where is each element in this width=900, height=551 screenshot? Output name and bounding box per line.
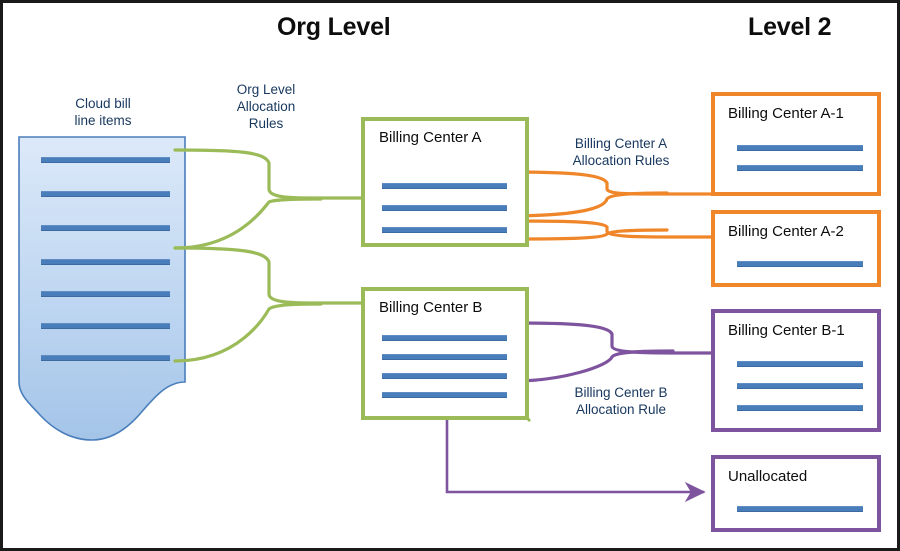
box-line xyxy=(737,405,863,411)
box-title: Billing Center A xyxy=(379,129,482,146)
bill-line xyxy=(41,225,170,231)
box-billing-center-a-1[interactable]: Billing Center A-1 xyxy=(711,92,881,196)
caption-org-level-allocation-rules: Org Level Allocation Rules xyxy=(236,82,296,131)
box-billing-center-b[interactable]: Billing Center B xyxy=(361,287,529,420)
box-billing-center-a-2[interactable]: Billing Center A-2 xyxy=(711,210,881,287)
box-line xyxy=(737,383,863,389)
billing-center-a-connectors xyxy=(504,170,713,241)
box-line xyxy=(737,361,863,367)
org-level-connectors xyxy=(173,148,531,422)
box-billing-center-b-1[interactable]: Billing Center B-1 xyxy=(711,309,881,432)
cloud-bill-shape xyxy=(18,136,186,441)
box-line xyxy=(382,205,507,211)
box-title: Billing Center A-2 xyxy=(728,223,844,240)
connector-layer xyxy=(18,136,713,503)
bill-line xyxy=(41,259,170,265)
box-title: Billing Center B-1 xyxy=(728,322,845,339)
caption-billing-center-a-allocation-rules: Billing Center A Allocation Rules xyxy=(572,136,670,168)
unallocated-connector xyxy=(445,393,706,503)
box-line xyxy=(737,506,863,512)
box-line xyxy=(382,373,507,379)
box-line xyxy=(382,354,507,360)
box-line xyxy=(737,145,863,151)
bill-line xyxy=(41,323,170,329)
box-line xyxy=(382,183,507,189)
box-line xyxy=(382,227,507,233)
billing-center-b-connectors xyxy=(511,321,713,383)
box-unallocated[interactable]: Unallocated xyxy=(711,455,881,532)
caption-cloud-bill: Cloud bill line items xyxy=(74,96,132,128)
heading-org-level: Org Level xyxy=(277,13,391,41)
box-line xyxy=(382,392,507,398)
box-line xyxy=(737,165,863,171)
box-billing-center-a[interactable]: Billing Center A xyxy=(361,117,529,247)
caption-billing-center-b-allocation-rule: Billing Center B Allocation Rule xyxy=(574,385,668,417)
bill-line xyxy=(41,191,170,197)
box-title: Billing Center A-1 xyxy=(728,105,844,122)
bill-line xyxy=(41,291,170,297)
box-line xyxy=(382,335,507,341)
bill-line xyxy=(41,355,170,361)
box-title: Unallocated xyxy=(728,468,808,485)
heading-level-2: Level 2 xyxy=(748,13,832,41)
box-title: Billing Center B xyxy=(379,299,483,316)
box-line xyxy=(737,261,863,267)
bill-line xyxy=(41,157,170,163)
